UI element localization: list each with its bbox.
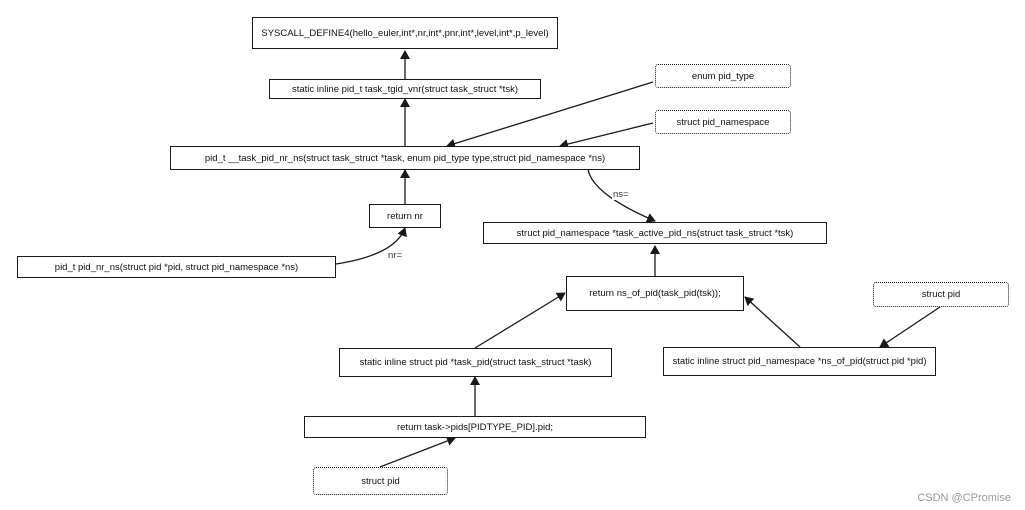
ns-of-pid-fn-node: static inline struct pid_namespace *ns_o… — [663, 347, 936, 376]
struct-pid-right-node: struct pid — [873, 282, 1009, 307]
edge-nrns-to-activens — [587, 168, 656, 223]
return-pids-node: return task->pids[PIDTYPE_PID].pid; — [304, 416, 646, 438]
edge-taskpid-to-nsofpidcall — [474, 292, 566, 349]
syscall-define-node: SYSCALL_DEFINE4(hello_euler,int*,nr,int*… — [252, 17, 558, 49]
ns-edge-label: ns= — [612, 189, 630, 200]
edge-structpid-to-returnpids — [379, 436, 456, 468]
task-active-pid-ns-node: struct pid_namespace *task_active_pid_ns… — [483, 222, 827, 244]
pid-nr-ns-node: pid_t pid_nr_ns(struct pid *pid, struct … — [17, 256, 336, 278]
nr-edge-label: nr= — [387, 250, 403, 261]
return-nr-node: return nr — [369, 204, 441, 228]
struct-pid-namespace-node: struct pid_namespace — [655, 110, 791, 134]
edge-enum-to-nrns — [446, 81, 654, 149]
task-pid-nr-ns-node: pid_t __task_pid_nr_ns(struct task_struc… — [170, 146, 640, 170]
struct-pid-bottom-node: struct pid — [313, 467, 448, 495]
edge-pidns-to-nrns — [559, 122, 654, 149]
csdn-watermark: CSDN @CPromise — [917, 492, 1011, 504]
edge-nsofpidfn-to-nsofpidcall — [744, 296, 801, 348]
task-tgid-vnr-node: static inline pid_t task_tgid_vnr(struct… — [269, 79, 541, 99]
edge-pidnrns-to-returnnr — [335, 227, 407, 265]
task-pid-node: static inline struct pid *task_pid(struc… — [339, 348, 612, 377]
enum-pid-type-node: enum pid_type — [655, 64, 791, 88]
ns-of-pid-call-node: return ns_of_pid(task_pid(tsk)); — [566, 276, 744, 311]
edge-structpid-to-nsofpidfn — [879, 306, 941, 348]
